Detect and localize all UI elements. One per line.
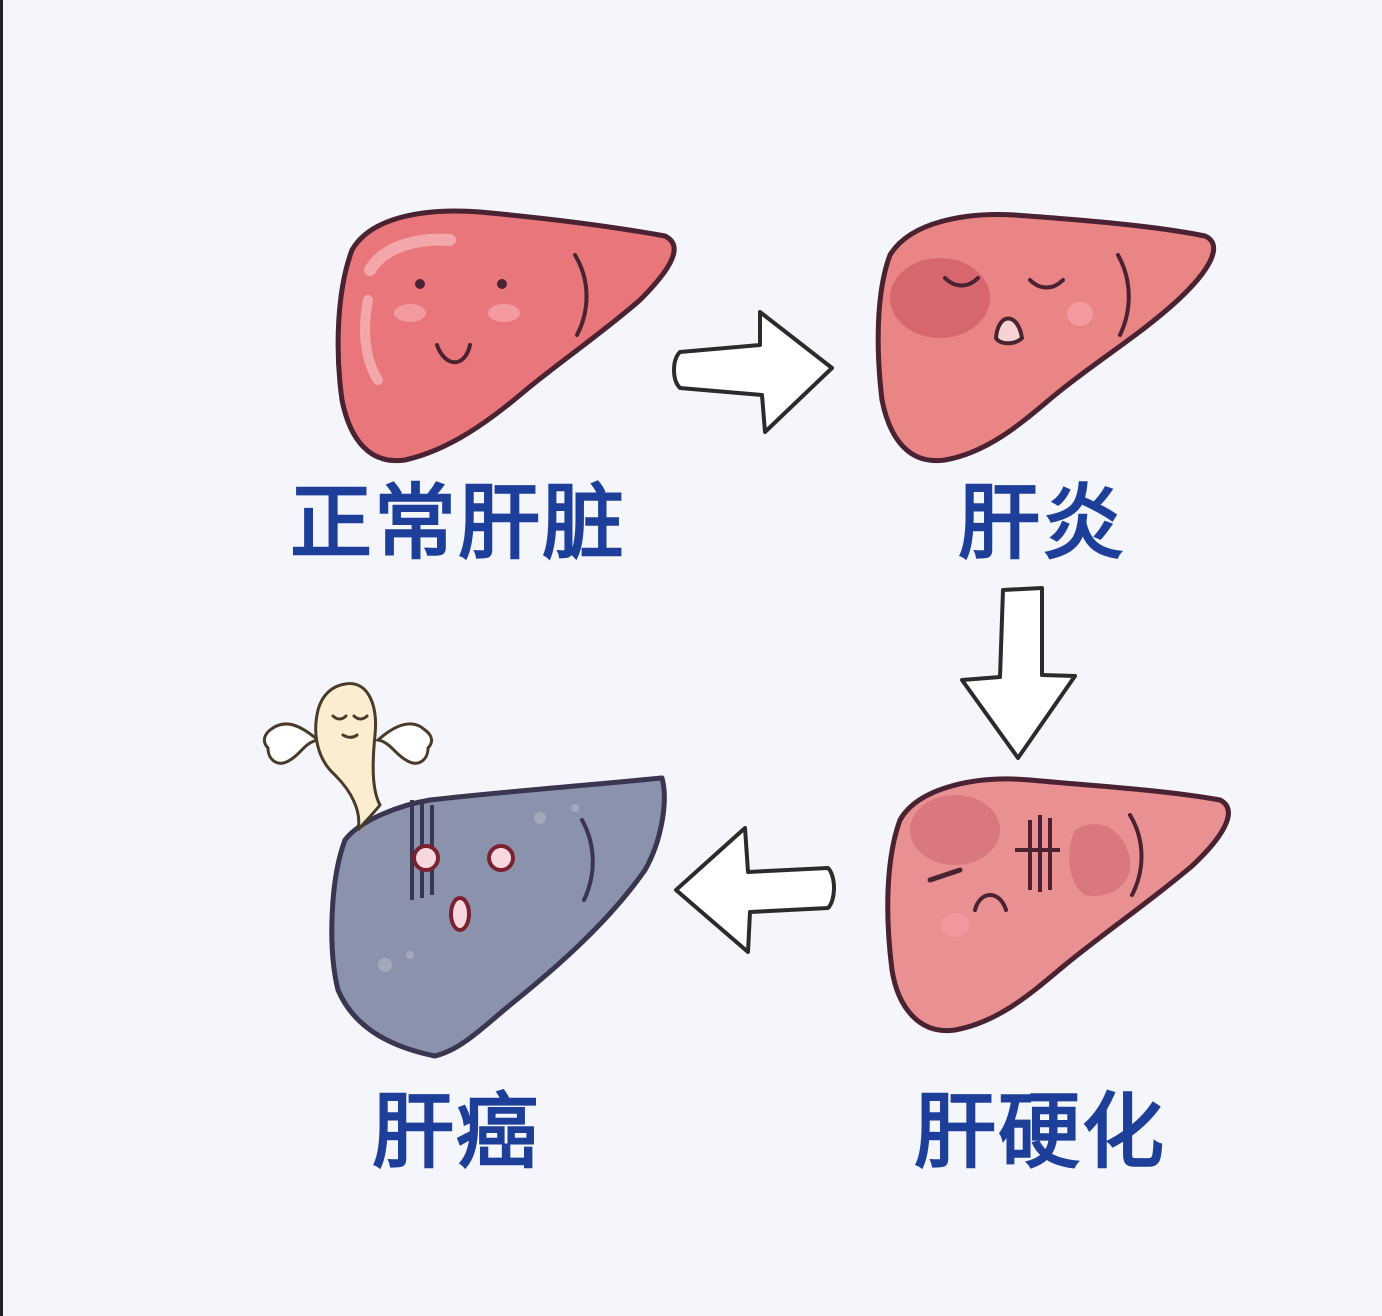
left-border [0, 0, 3, 1316]
arrow-down-icon [960, 586, 1077, 760]
arrow-right-icon [672, 310, 834, 434]
hepatitis-label: 肝炎 [958, 476, 1127, 571]
normal-liver-icon [335, 208, 677, 464]
cirrhosis-liver-icon [885, 776, 1231, 1034]
liver-cancer-label: 肝癌 [372, 1085, 541, 1180]
ghost-spirit-icon [262, 682, 434, 831]
cirrhosis-label: 肝硬化 [914, 1085, 1167, 1180]
cancer-liver-icon [329, 775, 667, 1059]
normal-liver-label: 正常肝脏 [290, 476, 627, 571]
hepatitis-liver-icon [875, 212, 1217, 464]
arrow-left-icon [674, 826, 836, 954]
